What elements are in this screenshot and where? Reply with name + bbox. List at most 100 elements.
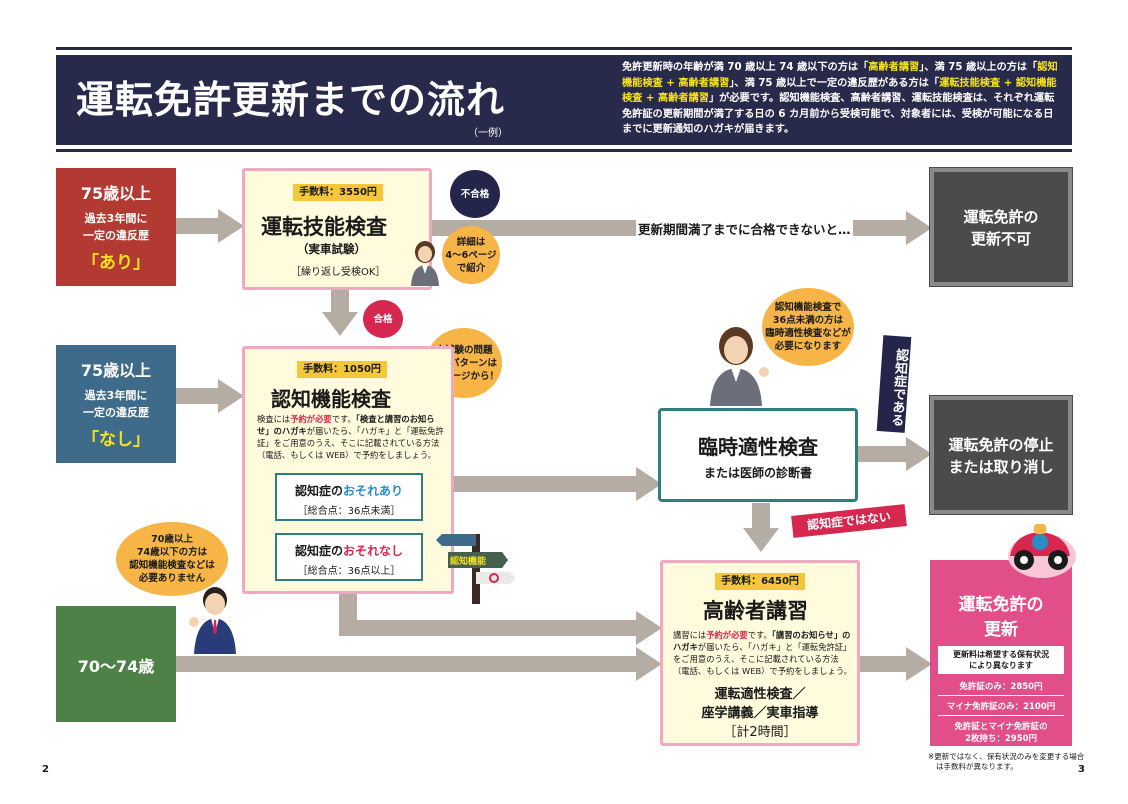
condition-a-flag: 「あり」 (82, 253, 150, 273)
condition-a-box: 75歳以上 過去3年間に 一定の違反歴 「あり」 (56, 168, 176, 286)
header-rule-top (56, 47, 1072, 50)
header-desc-text: 」、満 75 歳以上で一定の違反歴がある方は「 (729, 77, 940, 89)
arrow-head (906, 437, 932, 471)
fail-badge-text: 不合格 (460, 188, 490, 200)
temp-bubble-line4: 必要になります (774, 341, 842, 352)
no-renewal-line1: 運転免許の (963, 208, 1039, 226)
temp-bubble-line3: 臨時適性検査などが (765, 328, 851, 339)
result-risk-sub: ［総合点：36点未満］ (297, 506, 401, 517)
footnote: ※更新ではなく、保有状況のみを変更する場合 は手数料が異なります。 (928, 752, 1084, 772)
temp-bubble-line2: 36点未満の方は (772, 315, 844, 326)
not-dementia-tag: 認知症ではない (791, 504, 907, 538)
dementia-tag: 認知症である (876, 335, 912, 433)
result-norisk-sub: ［総合点：36点以上］ (297, 566, 401, 577)
skill-test-sub: （実車試験） (297, 242, 366, 256)
condition-a-age: 75歳以上 (80, 184, 152, 203)
pass-badge: 合格 (363, 300, 403, 338)
signpost-icon: 認知機能 (436, 528, 516, 604)
arrow-head (906, 211, 932, 245)
condition-b-line3: 一定の違反歴 (83, 406, 149, 419)
suspend-line2: または取り消し (948, 458, 1054, 476)
lecture-fee: 手数料：6450円 (715, 573, 805, 590)
skill-test-box: 手数料：3550円 運転技能検査 （実車試験） ［繰り返し受検OK］ (242, 168, 432, 290)
header-rule-bottom (56, 149, 1072, 152)
patterns-bubble-line2: 全４パターンは (430, 357, 498, 369)
guide-woman-icon (408, 240, 442, 286)
suspend-line1: 運転免許の停止 (948, 436, 1054, 454)
lecture-box: 手数料：6450円 高齢者講習 講習には予約が必要です。「講習のお知らせ」のハガ… (660, 560, 860, 746)
no-renewal-box: 運転免許の 更新不可 (929, 167, 1073, 287)
skill-test-note: ［繰り返し受検OK］ (291, 267, 386, 278)
page-title: 運転免許更新までの流れ (76, 78, 506, 122)
result-risk-pre: 認知症の (294, 484, 343, 498)
detail-bubble-line2: 4〜6ページ (445, 249, 497, 261)
renewal-price-3b: 2枚持ち：2950円 (964, 734, 1038, 744)
result-norisk-box: 認知症のおそれなし ［総合点：36点以上］ (275, 533, 423, 581)
cognitive-fee: 手数料：1050円 (297, 361, 387, 378)
arrow-not-dementia (752, 503, 770, 529)
lecture-content: 運転適性検査／ 座学講義／実車指導 ［計2時間］ (663, 685, 857, 742)
arrow-a-to-skill (176, 218, 220, 234)
condition-b-age: 75歳以上 (80, 361, 152, 380)
detail-bubble-line3: で紹介 (456, 262, 486, 274)
cognitive-test-box: 手数料：1050円 認知機能検査 検査には予約が必要です。「検査と講習のお知らせ… (242, 346, 454, 594)
age-bubble-line4: 必要ありません (138, 573, 206, 584)
dementia-tag-text: 認知症である (888, 347, 909, 427)
renewal-note-1: 更新料は希望する保有状況 (953, 650, 1049, 659)
cognitive-desc-bold: 「検査と講習のお知らせ」のハガキ (257, 414, 435, 436)
not-dementia-tag-text: 認知症ではない (806, 509, 892, 533)
detail-bubble: 詳細は 4〜6ページ で紹介 (442, 226, 500, 284)
cognitive-desc: 検査には予約が必要です。「検査と講習のお知らせ」のハガキが届いたら、「ハガキ」と… (257, 413, 445, 461)
page-number-left: 2 (42, 764, 49, 775)
condition-b-box: 75歳以上 過去3年間に 一定の違反歴 「なし」 (56, 345, 176, 463)
signpost-text: 認知機能 (450, 557, 487, 567)
no-renewal-line2: 更新不可 (970, 230, 1031, 248)
renewal-price-3a: 免許証とマイナ免許証の (954, 722, 1048, 732)
patterns-bubble-line1: 本試験の問題 (435, 344, 493, 356)
lecture-desc-a: 講習には (673, 630, 707, 640)
arrow-head (218, 209, 244, 243)
guide-woman-icon-large (706, 326, 770, 406)
header-desc-highlight: 認知機能検査 + 高齢者講習 (622, 62, 1058, 89)
header-desc-highlight: 高齢者講習 (868, 62, 920, 73)
page-subtitle: （一例） (468, 128, 508, 139)
arrow-to-renewal (860, 656, 908, 672)
lecture-content-line1: 運転適性検査／ (714, 687, 806, 702)
lecture-desc-b: です。 (747, 630, 772, 640)
arrow-b-to-cognitive (176, 388, 220, 404)
arrow-head (636, 467, 662, 501)
arrow-to-temp-test (434, 476, 638, 492)
footnote-line1: ※更新ではなく、保有状況のみを変更する場合 (928, 752, 1085, 761)
header-title-block: 運転免許更新までの流れ （一例） (56, 55, 612, 145)
guide-man-icon (188, 586, 242, 654)
car-icon (1004, 520, 1076, 580)
renewal-price-2: マイナ免許証のみ：2100円 (938, 700, 1064, 716)
suspend-box: 運転免許の停止 または取り消し (929, 395, 1073, 515)
header-desc-text: 」、満 75 歳以上の方は「 (919, 62, 1038, 73)
skill-test-fee: 手数料：3550円 (293, 184, 383, 201)
result-risk-box: 認知症のおそれあり ［総合点：36点未満］ (275, 473, 423, 521)
arrow-c-to-lecture (176, 656, 638, 672)
cognitive-desc-b: です。 (331, 414, 356, 424)
fail-arrow-text: 更新期間満了までに合格できないと… (636, 219, 853, 238)
pass-badge-text: 合格 (373, 313, 393, 325)
patterns-bubble-line3: 11ページから！ (428, 370, 500, 382)
lecture-content-line2: 座学講義／実車指導 (701, 706, 819, 721)
arrow-head (218, 379, 244, 413)
temp-test-sub: または医師の診断書 (703, 466, 812, 480)
fail-badge: 不合格 (450, 170, 500, 218)
result-norisk-pre: 認知症の (294, 544, 343, 558)
cognitive-title: 認知機能検査 (271, 387, 391, 411)
arrow-cognitive-to-lecture-h (339, 620, 639, 636)
temp-test-bubble: 認知機能検査で 36点未満の方は 臨時適性検査などが 必要になります (762, 288, 854, 366)
arrow-head (743, 528, 779, 552)
cognitive-desc-red: 予約が必要 (290, 414, 332, 424)
lecture-desc-c: が届いたら、「ハガキ」と「運転免許証」をご用意のうえ、そこに記載されている方法（… (673, 642, 852, 676)
condition-a-line3: 一定の違反歴 (83, 229, 149, 242)
cognitive-desc-a: 検査には (257, 414, 291, 424)
renewal-title-2: 更新 (984, 620, 1018, 640)
age-bubble-line1: 70歳以上 (151, 534, 193, 545)
condition-b-flag: 「なし」 (82, 430, 150, 450)
arrow-head (636, 647, 662, 681)
header-desc-highlight: 運転技能検査 + 認知機能検査 + 高齢者講習 (622, 77, 1057, 105)
